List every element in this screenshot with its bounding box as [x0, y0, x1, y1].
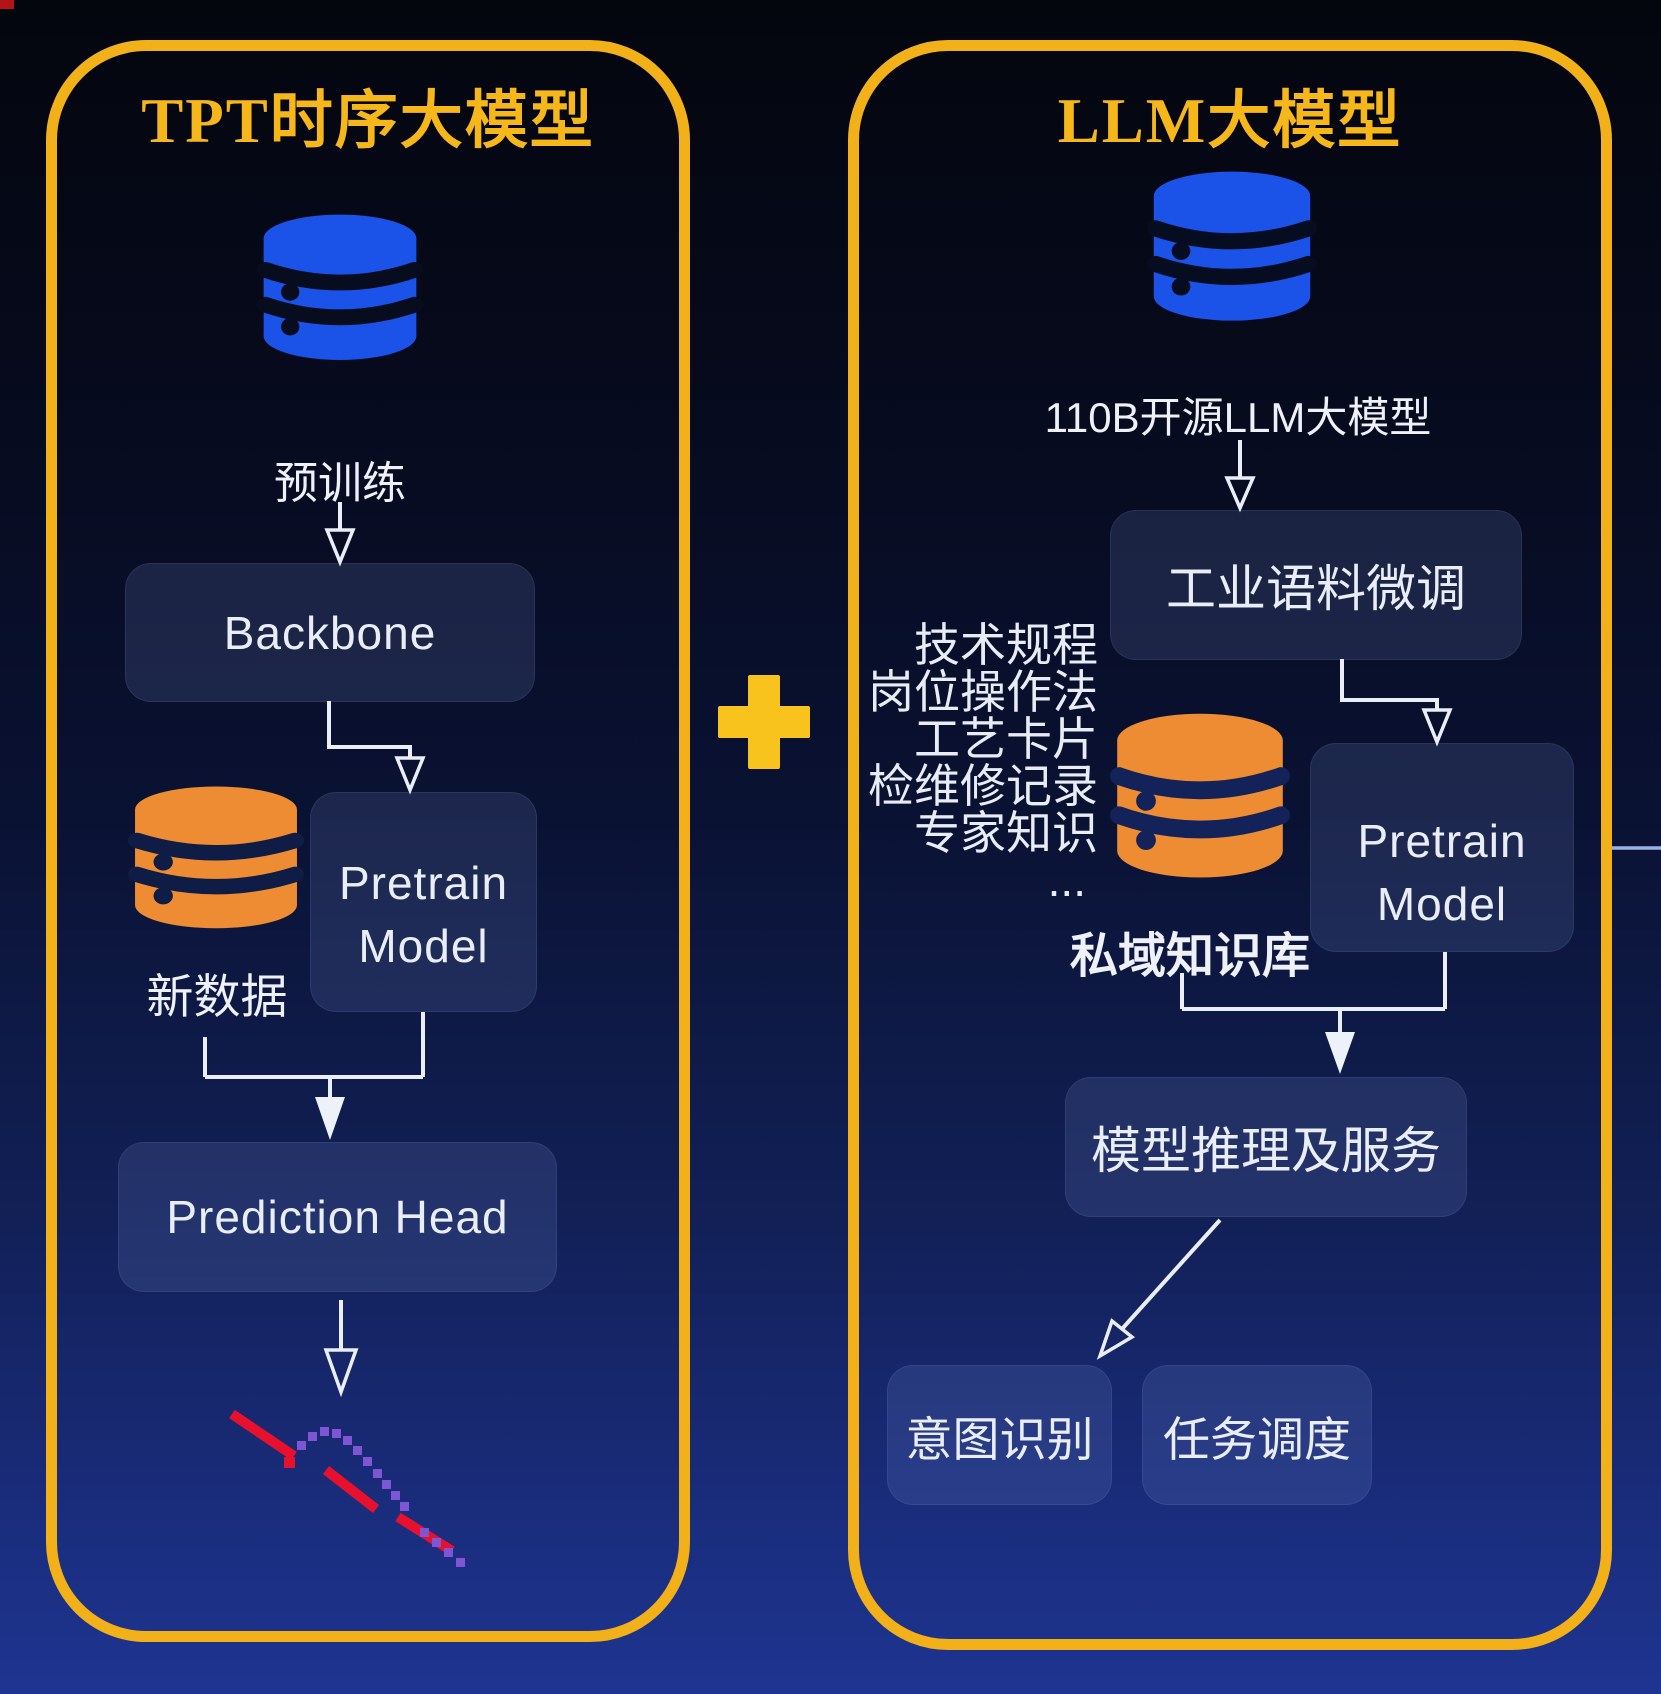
- knowledge-item: 技术规程: [914, 619, 1098, 671]
- chart-prediction-series: [297, 1427, 465, 1567]
- merge-connector-left: [203, 1012, 425, 1097]
- intent-node: 意图识别: [887, 1365, 1112, 1505]
- arrowhead-icon: [315, 1097, 345, 1140]
- intent-label: 意图识别: [905, 1412, 1094, 1466]
- plus-vertical-bar: [748, 675, 780, 769]
- prediction-head-label: Prediction Head: [166, 1191, 509, 1243]
- database-icon-blue-right: [1147, 171, 1318, 321]
- arrowhead-icon: [1325, 1032, 1355, 1074]
- arrowhead-icon: [324, 528, 356, 567]
- inference-node: 模型推理及服务: [1065, 1077, 1467, 1217]
- knowledge-item: 工艺卡片: [914, 713, 1098, 765]
- inference-label: 模型推理及服务: [1091, 1123, 1441, 1179]
- arrow-inference-bottom: [1120, 1218, 1222, 1331]
- backbone-label: Backbone: [223, 606, 437, 659]
- arrowhead-icon: [323, 1348, 359, 1398]
- base-model-label: 110B开源LLM大模型: [1044, 394, 1432, 441]
- pretrain-model-label-line2: Model: [358, 920, 489, 972]
- arrow-finetune-pretrainmodel: [1340, 659, 1439, 710]
- connector-lines: [203, 440, 1661, 1398]
- database-icon-blue-left: [257, 214, 424, 360]
- knowledge-item: 专家知识: [914, 807, 1098, 859]
- knowledge-item: 岗位操作法: [868, 666, 1098, 718]
- pretrain-model-label-line2: Model: [1376, 877, 1508, 930]
- pretrain-db-label: 预训练: [274, 459, 406, 508]
- pretrain-model-label-line1: Pretrain: [1357, 814, 1527, 867]
- pretrain-model-node-left: Pretrain Model: [310, 792, 537, 1012]
- tpt-panel: [46, 40, 690, 1642]
- task-label: 任务调度: [1163, 1412, 1351, 1466]
- prediction-head-node: Prediction Head: [118, 1142, 557, 1292]
- pretrain-model-node-right: Pretrain Model: [1310, 743, 1574, 952]
- knowledge-item-ellipsis: ...: [1047, 854, 1086, 906]
- knowledge-item: 检维修记录: [868, 760, 1098, 812]
- pretrain-model-label-line1: Pretrain: [338, 857, 509, 910]
- tpt-panel-title: TPT时序大模型: [141, 86, 595, 156]
- corner-artifact: [0, 0, 14, 9]
- database-icon-orange-left: [128, 786, 304, 929]
- arrowhead-icon: [1421, 708, 1453, 747]
- merge-connector-right: [1180, 952, 1447, 1032]
- knowledge-list: 技术规程 岗位操作法 工艺卡片 检维修记录 专家知识 ...: [828, 622, 1098, 904]
- chart-actual-point: [284, 1457, 295, 1468]
- arrowhead-icon: [1096, 1318, 1136, 1360]
- finetune-label: 工业语料微调: [1166, 561, 1466, 617]
- plus-icon: [718, 675, 810, 769]
- chart-actual-series: [229, 1409, 455, 1556]
- prediction-chart: [229, 1409, 465, 1567]
- llm-panel: [848, 40, 1612, 1650]
- task-node: 任务调度: [1142, 1365, 1372, 1505]
- arrowhead-icon: [394, 756, 426, 795]
- finetune-node: 工业语料微调: [1110, 510, 1522, 660]
- arrow-backbone-pretrainmodel: [327, 701, 412, 758]
- private-kb-label: 私域知识库: [1069, 930, 1310, 983]
- database-icon-orange-right: [1110, 713, 1290, 878]
- new-data-label: 新数据: [146, 970, 288, 1023]
- arrowhead-icon: [1224, 476, 1256, 513]
- llm-panel-title: LLM大模型: [1057, 86, 1403, 156]
- backbone-node: Backbone: [125, 563, 535, 702]
